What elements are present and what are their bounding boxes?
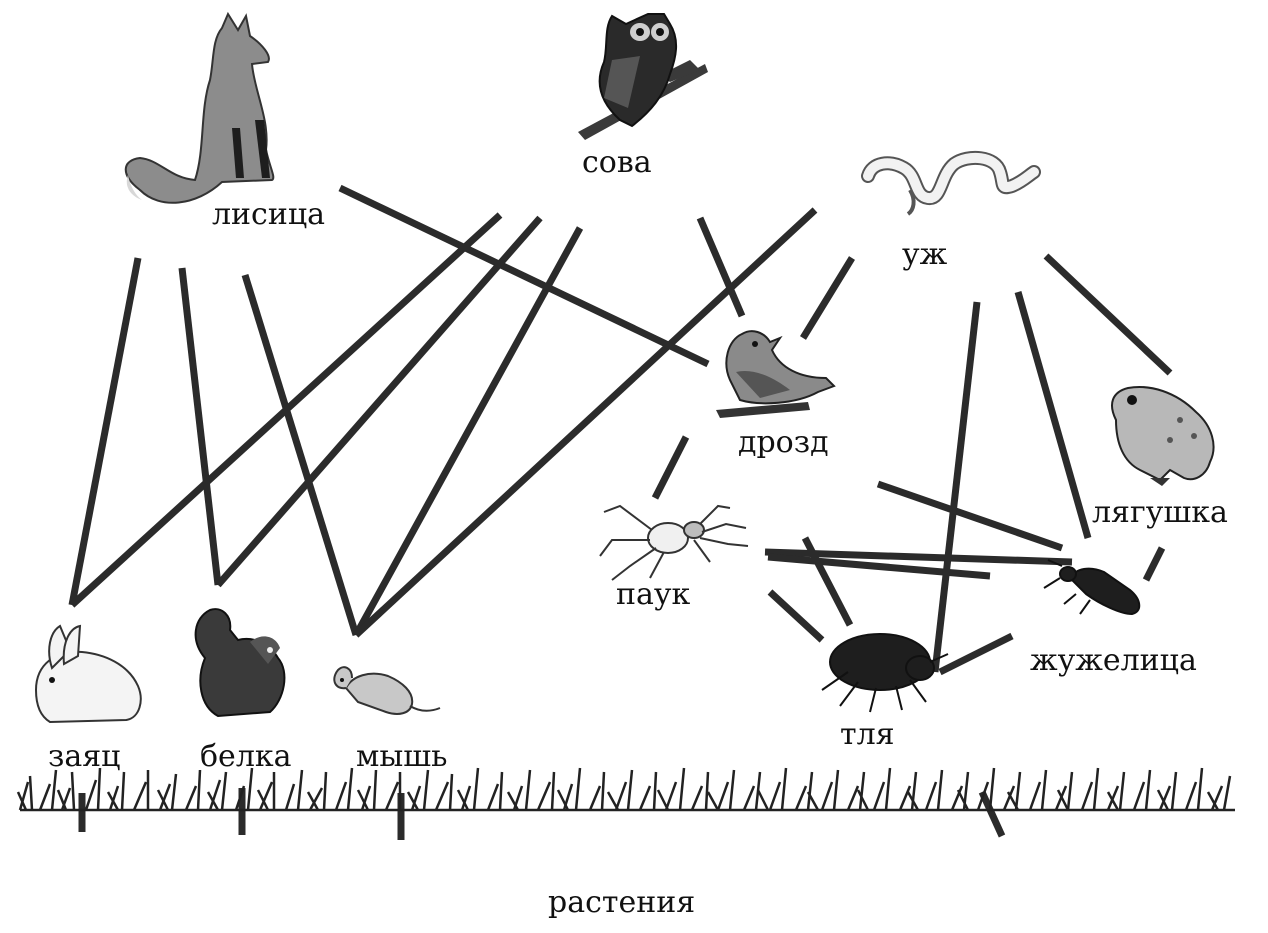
label-hare: заяц [48, 739, 121, 774]
hare-icon [34, 624, 142, 724]
link-mouse-fox [241, 273, 360, 637]
link-beetle-spider-2 [767, 553, 991, 580]
link-frog-snake [1043, 253, 1173, 376]
label-mouse: мышь [356, 739, 448, 774]
link-mouse-owl [352, 226, 584, 637]
label-aphid: тля [840, 717, 895, 752]
link-spider-thrush [651, 435, 690, 500]
grass-strip [16, 767, 1235, 812]
link-thrush-fox [338, 184, 710, 368]
link-thrush-snake [800, 256, 855, 340]
spider-icon [599, 504, 749, 581]
link-aphid-spider [767, 589, 825, 643]
label-owl: сова [582, 145, 652, 180]
thrush-icon [716, 330, 836, 418]
link-aphid-snake [931, 301, 981, 673]
frog-icon [1111, 386, 1215, 486]
label-frog: лягушка [1092, 495, 1228, 530]
aphid-icon [821, 633, 949, 713]
fox-icon [124, 11, 275, 204]
link-beetle-thrush [876, 480, 1064, 552]
mouse-icon [333, 666, 441, 715]
link-hare-fox [68, 257, 142, 606]
owl-icon [578, 13, 708, 140]
squirrel-icon [194, 608, 286, 718]
ground-beetle-icon [1043, 559, 1141, 616]
label-plants: растения [548, 885, 696, 920]
link-squirrel-owl [215, 215, 543, 588]
link-thrush-owl [696, 216, 746, 318]
label-fox: лисица [212, 197, 326, 232]
label-thrush: дрозд [738, 425, 829, 460]
label-ground-beetle: жужелица [1030, 643, 1197, 678]
link-mouse-snake [353, 207, 818, 638]
link-aphid-thrush [801, 536, 854, 627]
link-aphid-plants [978, 790, 1006, 838]
label-snake: уж [902, 237, 948, 272]
link-beetle-snake [1014, 291, 1092, 539]
feeding-links [68, 184, 1173, 840]
link-squirrel-fox [178, 267, 222, 586]
label-spider: паук [616, 577, 691, 612]
link-frog-beetle [1142, 546, 1166, 582]
label-squirrel: белка [200, 739, 292, 774]
link-aphid-beetle [938, 632, 1014, 676]
snake-icon [861, 150, 1041, 216]
